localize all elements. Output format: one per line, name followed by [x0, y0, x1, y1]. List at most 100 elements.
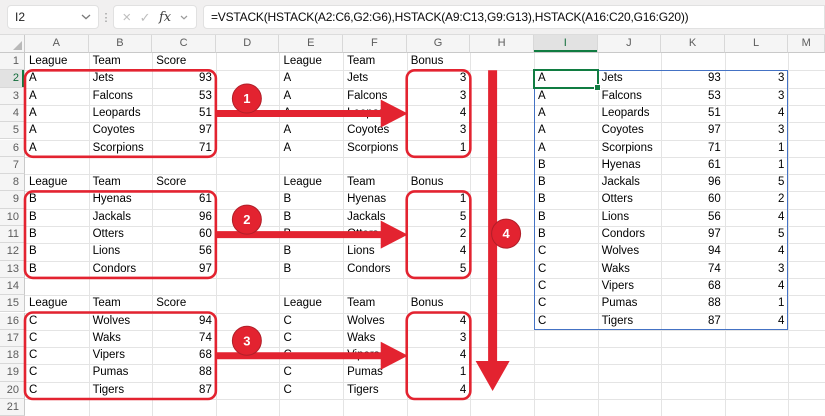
- cell-K16[interactable]: 87: [708, 314, 721, 327]
- cell-J16[interactable]: Tigers: [601, 314, 634, 327]
- cell-F9[interactable]: Hyenas: [347, 193, 387, 206]
- cell-C12[interactable]: 56: [199, 245, 212, 258]
- column-header-L[interactable]: L: [724, 34, 789, 53]
- cell-C13[interactable]: 97: [199, 262, 212, 275]
- column-header-G[interactable]: G: [406, 34, 471, 53]
- row-header-9[interactable]: 9: [0, 191, 25, 209]
- cell-A13[interactable]: B: [29, 262, 37, 275]
- cell-A10[interactable]: B: [29, 210, 37, 223]
- cell-G16[interactable]: 4: [459, 314, 467, 327]
- cell-L4[interactable]: 4: [778, 106, 785, 119]
- cell-C4[interactable]: 51: [199, 106, 212, 119]
- row-header-4[interactable]: 4: [0, 104, 25, 123]
- cell-G12[interactable]: 4: [459, 245, 467, 258]
- column-header-M[interactable]: M: [788, 34, 825, 53]
- cell-K12[interactable]: 94: [708, 245, 721, 258]
- cell-A9[interactable]: B: [29, 193, 37, 206]
- cell-G11[interactable]: 2: [459, 228, 467, 240]
- cell-F18[interactable]: Vipers: [347, 349, 380, 362]
- row-header-12[interactable]: 12: [0, 243, 25, 261]
- cell-J10[interactable]: Lions: [601, 210, 630, 223]
- cell-K11[interactable]: 97: [708, 228, 721, 240]
- cell-E19[interactable]: C: [283, 366, 292, 379]
- cell-I8[interactable]: B: [537, 176, 546, 189]
- cell-K4[interactable]: 51: [708, 106, 721, 119]
- cell-B3[interactable]: Falcons: [92, 89, 133, 102]
- cell-C18[interactable]: 68: [199, 349, 212, 362]
- cell-F10[interactable]: Jackals: [347, 210, 386, 223]
- cell-I5[interactable]: A: [537, 124, 546, 137]
- cell-A20[interactable]: C: [29, 383, 38, 396]
- cancel-icon[interactable]: ×: [122, 8, 132, 26]
- cell-G2[interactable]: 3: [459, 72, 467, 85]
- column-header-B[interactable]: B: [88, 34, 153, 53]
- cell-A11[interactable]: B: [29, 228, 37, 240]
- cell-K2[interactable]: 93: [708, 72, 721, 85]
- cell-E11[interactable]: B: [283, 228, 292, 240]
- cell-L3[interactable]: 3: [778, 89, 785, 102]
- cell-E12[interactable]: B: [283, 245, 292, 258]
- row-header-18[interactable]: 18: [0, 347, 25, 365]
- cell-E10[interactable]: B: [283, 210, 292, 223]
- chevron-down-icon[interactable]: [180, 15, 188, 20]
- cell-B5[interactable]: Coyotes: [92, 124, 135, 137]
- cell-C3[interactable]: 53: [199, 89, 212, 102]
- row-header-17[interactable]: 17: [0, 329, 25, 348]
- cell-E9[interactable]: B: [283, 193, 292, 206]
- cell-B6[interactable]: Scorpions: [92, 141, 144, 154]
- cell-G13[interactable]: 5: [459, 262, 467, 275]
- cell-J11[interactable]: Condors: [601, 228, 646, 240]
- cell-J13[interactable]: Waks: [601, 262, 630, 275]
- row-header-21[interactable]: 21: [0, 399, 25, 416]
- cell-G3[interactable]: 3: [459, 89, 467, 102]
- chevron-down-icon[interactable]: [81, 14, 91, 20]
- column-header-C[interactable]: C: [152, 34, 216, 53]
- cell-F6[interactable]: Scorpions: [347, 141, 399, 154]
- cell-G10[interactable]: 5: [459, 210, 467, 223]
- cell-K8[interactable]: 96: [708, 176, 721, 189]
- cell-A8[interactable]: League: [29, 176, 68, 189]
- row-header-5[interactable]: 5: [0, 122, 25, 140]
- cell-L12[interactable]: 4: [778, 245, 785, 258]
- cell-F4[interactable]: Leopards: [347, 106, 396, 119]
- cell-C2[interactable]: 93: [199, 72, 212, 85]
- column-header-A[interactable]: A: [25, 34, 89, 53]
- cell-K14[interactable]: 68: [708, 279, 721, 292]
- cell-E4[interactable]: A: [283, 106, 292, 119]
- cell-F3[interactable]: Falcons: [347, 89, 388, 102]
- cell-E17[interactable]: C: [283, 331, 292, 344]
- cell-B12[interactable]: Lions: [92, 245, 121, 258]
- cell-J4[interactable]: Leopards: [601, 106, 650, 119]
- cell-I6[interactable]: A: [537, 141, 546, 154]
- column-header-I[interactable]: I: [533, 34, 598, 53]
- cell-I2[interactable]: A: [537, 72, 546, 85]
- cell-A1[interactable]: League: [29, 55, 68, 67]
- cell-C9[interactable]: 61: [199, 193, 212, 206]
- cell-C11[interactable]: 60: [199, 228, 212, 240]
- cell-K7[interactable]: 61: [708, 158, 721, 171]
- row-header-14[interactable]: 14: [0, 277, 25, 296]
- cell-A4[interactable]: A: [29, 106, 37, 119]
- cell-L11[interactable]: 5: [778, 228, 785, 240]
- cell-A5[interactable]: A: [29, 124, 37, 137]
- cell-E1[interactable]: League: [283, 55, 322, 67]
- cell-E20[interactable]: C: [283, 383, 292, 396]
- cell-I14[interactable]: C: [537, 279, 547, 292]
- row-header-8[interactable]: 8: [0, 174, 25, 192]
- row-header-11[interactable]: 11: [0, 226, 25, 244]
- cell-F8[interactable]: Team: [347, 176, 376, 189]
- cell-C19[interactable]: 88: [199, 366, 212, 379]
- cell-F5[interactable]: Coyotes: [347, 124, 390, 137]
- cell-L13[interactable]: 3: [778, 262, 785, 275]
- enter-icon[interactable]: ✓: [139, 9, 151, 25]
- formula-input[interactable]: =VSTACK(HSTACK(A2:C6,G2:G6),HSTACK(A9:C1…: [203, 5, 825, 29]
- fill-handle[interactable]: [593, 83, 601, 91]
- cell-G15[interactable]: Bonus: [410, 297, 444, 310]
- row-header-7[interactable]: 7: [0, 156, 25, 175]
- cell-B13[interactable]: Condors: [92, 262, 137, 275]
- cell-C8[interactable]: Score: [156, 176, 187, 189]
- select-all-corner[interactable]: [0, 34, 25, 53]
- cell-B19[interactable]: Pumas: [92, 366, 129, 379]
- cell-K9[interactable]: 60: [708, 193, 721, 206]
- cell-B4[interactable]: Leopards: [92, 106, 141, 119]
